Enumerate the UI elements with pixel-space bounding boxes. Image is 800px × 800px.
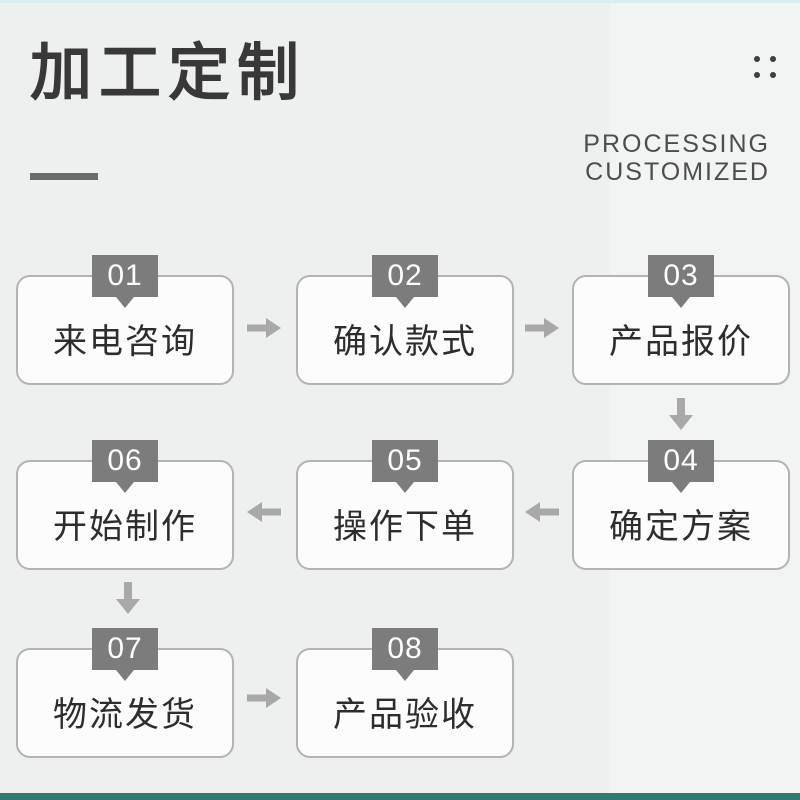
step-number: 01 (107, 259, 143, 292)
badge-pointer (116, 482, 134, 493)
arrow-left-icon (247, 502, 281, 522)
subtitle-line-1: PROCESSING (583, 130, 770, 158)
arrow-right-icon (525, 318, 559, 338)
step-card-01: 01 来电咨询 (16, 255, 234, 385)
step-number: 05 (387, 444, 423, 477)
badge-pointer (672, 482, 690, 493)
badge-pointer (396, 297, 414, 308)
arrow-left-icon (525, 502, 559, 522)
step-card-06: 06 开始制作 (16, 440, 234, 570)
step-number-badge: 02 (372, 255, 438, 308)
dot-icon (754, 56, 760, 62)
bottom-accent-bar (0, 793, 800, 800)
badge-pointer (116, 297, 134, 308)
arrow-down-icon (669, 398, 693, 430)
step-label: 确认款式 (333, 322, 477, 361)
step-label: 产品验收 (333, 695, 477, 734)
step-label: 确定方案 (609, 507, 753, 546)
step-number-badge: 06 (92, 440, 158, 493)
step-card-04: 04 确定方案 (572, 440, 790, 570)
step-number-badge: 03 (648, 255, 714, 308)
step-number: 07 (107, 632, 143, 665)
step-label: 来电咨询 (53, 322, 197, 361)
dot-icon (770, 72, 776, 78)
dots-grid-icon (754, 56, 777, 79)
badge-pointer (672, 297, 690, 308)
dot-icon (770, 56, 776, 62)
step-card-08: 08 产品验收 (296, 628, 514, 758)
subtitle: PROCESSING CUSTOMIZED (583, 130, 770, 186)
step-card-05: 05 操作下单 (296, 440, 514, 570)
title-underline (30, 173, 98, 180)
subtitle-line-2: CUSTOMIZED (585, 158, 770, 186)
background-band (610, 0, 800, 800)
step-number: 03 (663, 259, 699, 292)
step-number-badge: 04 (648, 440, 714, 493)
arrow-right-icon (247, 318, 281, 338)
step-number: 04 (663, 444, 699, 477)
step-card-07: 07 物流发货 (16, 628, 234, 758)
step-label: 物流发货 (53, 695, 197, 734)
step-number: 08 (387, 632, 423, 665)
step-number-badge: 08 (372, 628, 438, 681)
step-number: 02 (387, 259, 423, 292)
badge-pointer (116, 670, 134, 681)
arrow-down-icon (116, 582, 140, 614)
arrow-right-icon (247, 688, 281, 708)
step-card-03: 03 产品报价 (572, 255, 790, 385)
step-number-badge: 05 (372, 440, 438, 493)
badge-pointer (396, 482, 414, 493)
step-number-badge: 07 (92, 628, 158, 681)
step-label: 产品报价 (609, 322, 753, 361)
top-accent-strip (0, 0, 800, 3)
step-number: 06 (107, 444, 143, 477)
badge-pointer (396, 670, 414, 681)
page-title: 加工定制 (30, 39, 307, 108)
step-label: 操作下单 (333, 507, 477, 546)
step-card-02: 02 确认款式 (296, 255, 514, 385)
step-label: 开始制作 (53, 507, 197, 546)
step-number-badge: 01 (92, 255, 158, 308)
dot-icon (754, 72, 760, 78)
